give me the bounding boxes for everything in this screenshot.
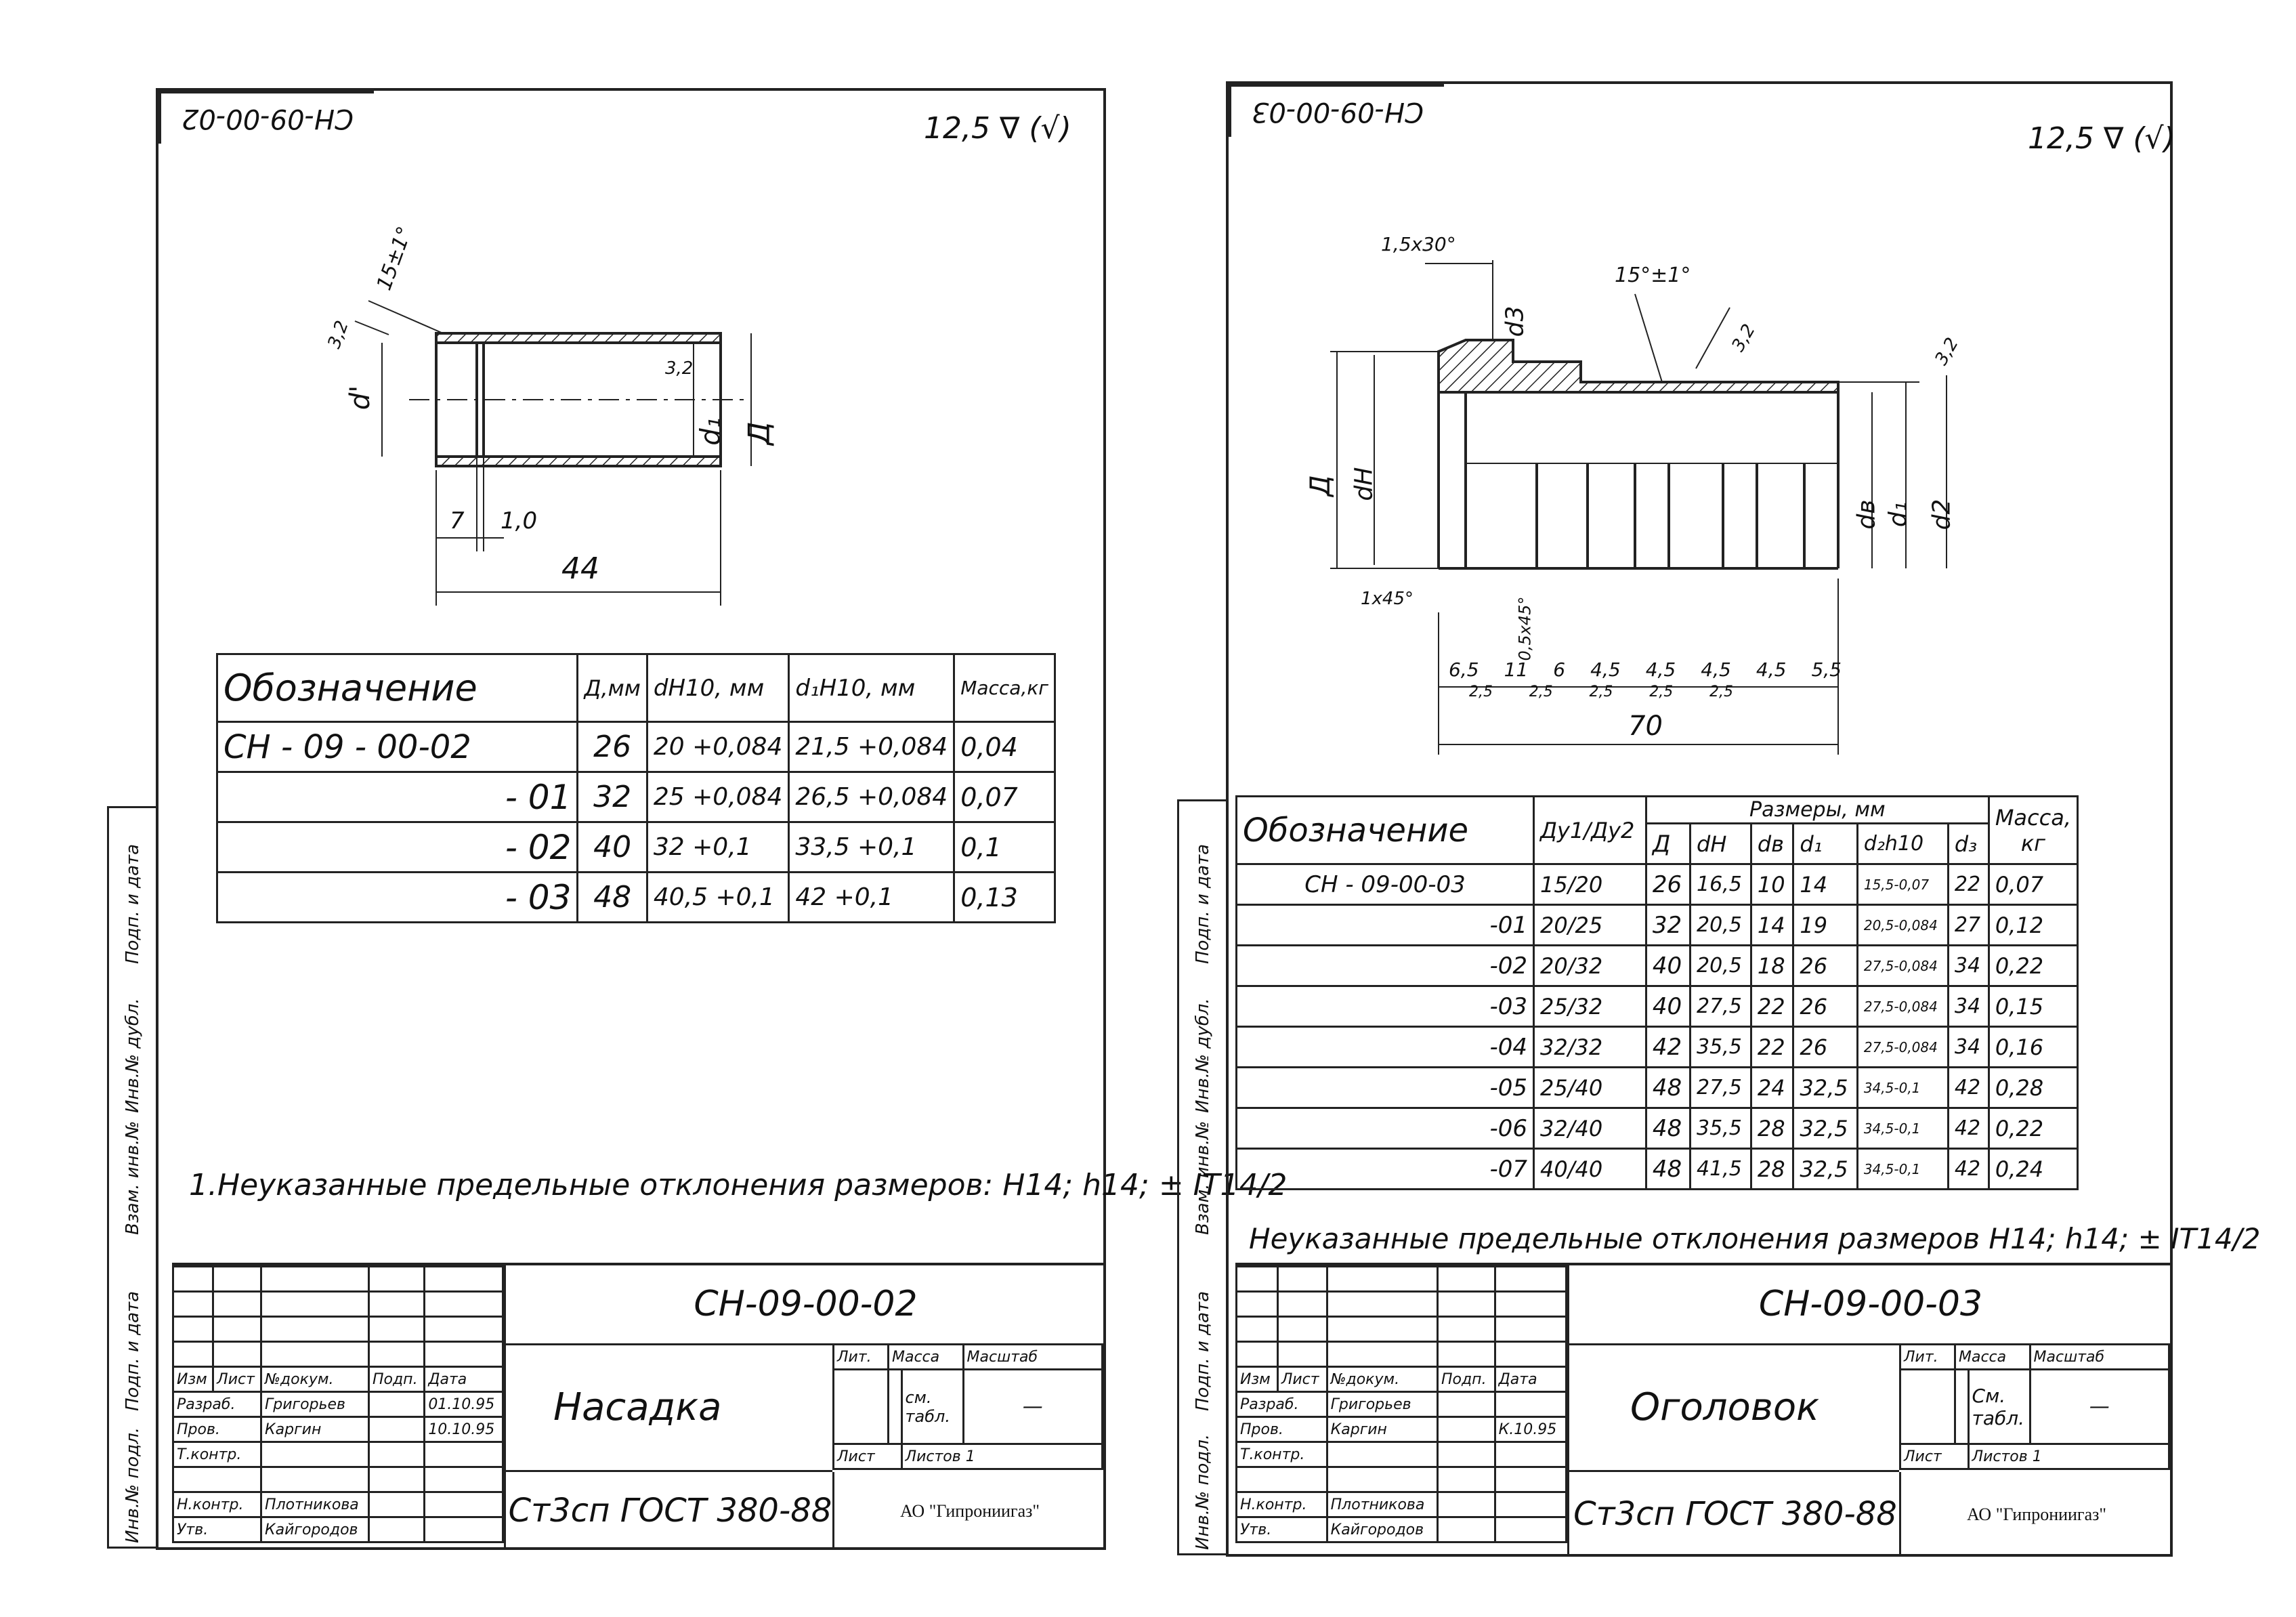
drawing-sheet-right: CH-09-00-03 12,5 ∇ (√) bbox=[1226, 81, 2260, 1557]
person-row: Т.контр. bbox=[1235, 1441, 1568, 1468]
person-row: Утв.Кайгородов bbox=[1235, 1516, 1568, 1543]
header-dimensions-group: Размеры, мм bbox=[1644, 795, 1990, 824]
chamfer-1x45-label: 1x45° bbox=[1361, 589, 1414, 609]
person-row: Н.контр.Плотникова bbox=[171, 1491, 504, 1518]
table-row: - 02 40 32 +0,1 33,5 +0,1 0,1 bbox=[215, 821, 1056, 873]
roughness-symbol: 12,5 ∇ (√) bbox=[924, 111, 1071, 146]
table-row: СН - 09 - 00-02 26 20 +0,084 21,5 +0,084… bbox=[215, 721, 1056, 773]
dim-len-1-0: 1,0 bbox=[501, 507, 538, 534]
dim-D: Д bbox=[1304, 475, 1336, 497]
drawing-sheet-left: CH-09-00-02 12,5 ∇ (√) bbox=[156, 88, 1287, 1550]
spec-table-group-header: Обозначение Ду1/Ду2 Размеры, мм Масса, к… bbox=[1235, 795, 2079, 865]
dim-d3: d3 bbox=[1501, 306, 1529, 337]
part-drawing-head bbox=[1330, 260, 1947, 755]
part-drawing-nozzle bbox=[354, 300, 752, 606]
spec-table: Обозначение Д,мм dН10, мм d₁Н10, мм Масс… bbox=[215, 653, 1056, 923]
header-du: Ду1/Ду2 bbox=[1533, 795, 1647, 865]
dim-d2: d2 bbox=[1928, 499, 1956, 530]
part-name: Насадка bbox=[504, 1343, 832, 1472]
spec-table-header: Обозначение Д,мм dН10, мм d₁Н10, мм Масс… bbox=[215, 653, 1056, 723]
person-row: Утв.Кайгородов bbox=[171, 1516, 504, 1543]
roughness-symbol: 12,5 ∇ (√) bbox=[2028, 121, 2175, 156]
header-d: dН10, мм bbox=[645, 653, 790, 723]
table-row: - 03 48 40,5 +0,1 42 +0,1 0,13 bbox=[215, 871, 1056, 923]
dim-total-70: 70 bbox=[1628, 711, 1663, 742]
person-row: Н.контр.Плотникова bbox=[1235, 1491, 1568, 1518]
dim-d1: d₁ bbox=[1884, 501, 1913, 528]
material: Ст3сп ГОСТ 380-88 bbox=[504, 1472, 834, 1550]
header-designation: Обозначение bbox=[1235, 795, 1535, 865]
chamfer-label: 1,5x30° bbox=[1381, 233, 1456, 255]
side-strip-left: Инв.№ подл. Подп. и дата Взам. инв.№ Инв… bbox=[107, 806, 158, 1549]
chamfer-0-5x45-label: 0,5x45° bbox=[1515, 596, 1535, 661]
dim-D: Д bbox=[742, 421, 777, 445]
drawing-code: СН-09-00-02 bbox=[504, 1265, 1105, 1345]
tolerance-note: Неуказанные предельные отклонения размер… bbox=[1249, 1222, 2261, 1255]
header-designation: Обозначение bbox=[215, 653, 579, 723]
header-d1: d₁Н10, мм bbox=[788, 653, 956, 723]
person-row: Т.контр. bbox=[171, 1441, 504, 1468]
header-mass: Масса,кг bbox=[953, 653, 1056, 723]
dim-d-prime: d' bbox=[345, 385, 377, 411]
roughness-inner-label: 3,2 bbox=[665, 358, 694, 379]
material: Ст3сп ГОСТ 380-88 bbox=[1567, 1472, 1901, 1557]
dim-len-7: 7 bbox=[450, 507, 465, 534]
table-row: - 01 32 25 +0,084 26,5 +0,084 0,07 bbox=[215, 771, 1056, 823]
organization: АО "Гипрониигаз" bbox=[832, 1472, 1105, 1550]
dim-dH: dН bbox=[1350, 467, 1378, 501]
side-strip-right: Инв.№ подл. Подп. и дата Взам. инв.№ Инв… bbox=[1177, 799, 1229, 1555]
dim-d1: d₁ bbox=[695, 417, 727, 446]
spec-table: Обозначение Ду1/Ду2 Размеры, мм Масса, к… bbox=[1235, 795, 2079, 1190]
drawing-code: СН-09-00-03 bbox=[1567, 1265, 2172, 1345]
spec-table-header: Д dН dв d₁ d₂h10 d₃ bbox=[1237, 822, 2078, 865]
header-D: Д,мм bbox=[576, 653, 648, 723]
part-name: Оголовок bbox=[1567, 1343, 1899, 1472]
header-mass: Масса, кг bbox=[1987, 795, 2079, 865]
dim-len-44: 44 bbox=[561, 551, 599, 586]
dim-dB: dв bbox=[1852, 499, 1881, 530]
organization: АО "Гипрониигаз" bbox=[1899, 1472, 2172, 1557]
person-row: Разраб.Григорьев bbox=[1235, 1391, 1568, 1418]
angle-label: 15°±1° bbox=[1615, 264, 1691, 287]
tolerance-note: 1.Неуказанные предельные отклонения разм… bbox=[189, 1168, 1288, 1202]
